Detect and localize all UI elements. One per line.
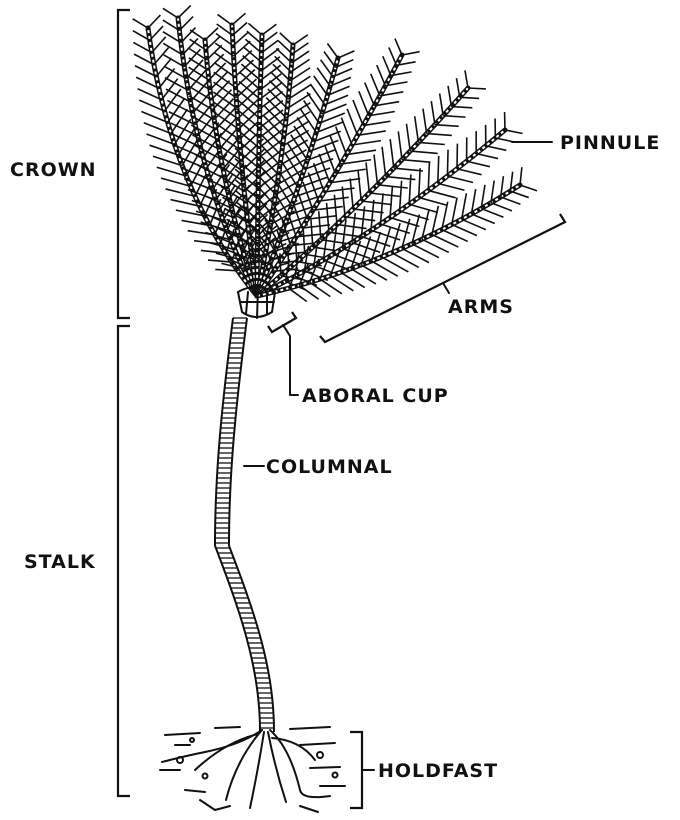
label-aboral-cup: ABORAL CUP [302,385,449,407]
arms-bracket [320,214,565,342]
stalk-column [215,318,274,732]
holdfast-roots [160,727,345,812]
label-arms: ARMS [448,296,514,318]
label-stalk: STALK [24,551,96,573]
holdfast-bracket [350,732,374,808]
label-columnal: COLUMNAL [266,456,393,478]
aboral-cup-bracket [268,312,298,395]
stalk-bracket [118,326,130,796]
crown-arms [133,5,537,301]
crown-bracket [118,10,130,318]
label-crown: CROWN [10,159,97,181]
label-pinnule: PINNULE [560,132,660,154]
label-holdfast: HOLDFAST [378,760,498,782]
